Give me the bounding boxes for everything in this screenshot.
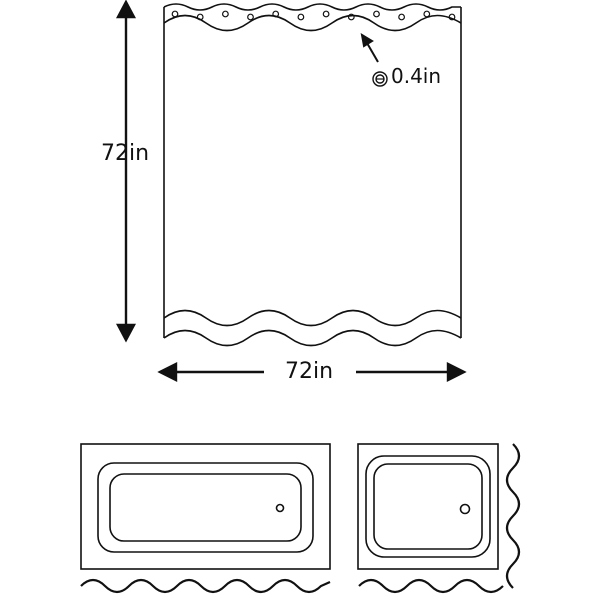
curtain-bottom-wave-1 <box>163 309 462 327</box>
curtain-bottom-wave-2 <box>163 329 462 347</box>
bathtub-wide <box>80 443 331 570</box>
grommet-hole <box>423 10 431 18</box>
bathtub-corner <box>357 443 499 570</box>
grommet-ring-icon <box>372 68 388 87</box>
bathtub-wide-drain <box>275 503 285 513</box>
grommet-hole <box>247 13 254 21</box>
bathtub-wide-rim <box>97 462 314 553</box>
bathtub-corner-rim <box>365 455 491 558</box>
floor-wave-left <box>80 578 331 594</box>
curtain-top-wave-2 <box>163 14 462 32</box>
bathtub-corner-drain <box>459 503 471 515</box>
bathtub-wide-outer <box>80 443 331 570</box>
grommet-pointer-arrow <box>360 33 379 63</box>
grommet-hole <box>171 10 179 18</box>
bathtub-wide-basin <box>109 473 302 542</box>
grommet-size-text: 0.4in <box>391 64 442 88</box>
grommet-hole <box>398 13 406 21</box>
height-dimension-label: 72in <box>101 141 150 166</box>
wall-wave-right <box>505 443 521 589</box>
curtain <box>163 3 462 347</box>
grommet-hole <box>448 13 456 21</box>
width-dimension-label: 72in <box>285 359 334 384</box>
grommet-hole <box>322 10 330 18</box>
grommet-hole <box>196 13 204 21</box>
floor-wave-right <box>358 578 504 594</box>
width-arrow <box>157 362 467 382</box>
height-arrow <box>116 0 136 343</box>
grommet-hole <box>347 13 355 21</box>
grommet-size-label: 0.4in <box>372 64 441 88</box>
grommet-holes <box>171 10 456 21</box>
curtain-top-wave-1 <box>163 3 461 11</box>
grommet-hole <box>297 13 305 21</box>
bathtub-corner-basin <box>373 463 483 550</box>
grommet-hole <box>373 10 380 18</box>
grommet-hole <box>221 10 229 18</box>
grommet-hole <box>272 10 280 18</box>
bathtub-corner-outer <box>357 443 499 570</box>
